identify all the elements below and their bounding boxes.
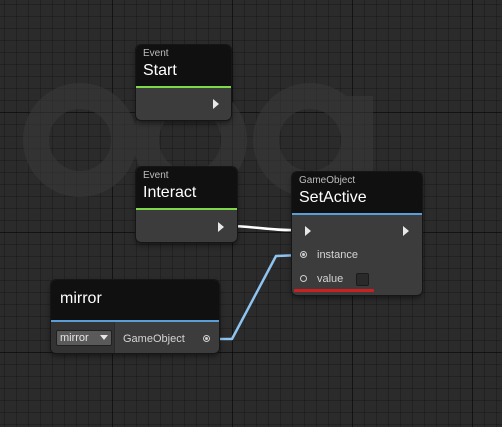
mirror-node-title: mirror <box>60 290 102 307</box>
value-port-label: value <box>317 273 344 285</box>
instance-port-icon[interactable] <box>300 251 307 258</box>
value-port-icon[interactable] <box>300 275 307 282</box>
flow-output-arrow-icon[interactable] <box>403 226 409 236</box>
event-accent-bar <box>136 208 237 210</box>
set-active-node-title: SetActive <box>299 189 367 206</box>
flow-output-arrow-icon[interactable] <box>218 222 224 232</box>
start-node-category: Event <box>143 48 169 59</box>
set-active-node[interactable]: GameObject SetActive instance value <box>292 172 422 295</box>
chevron-down-icon <box>100 335 108 340</box>
event-accent-bar <box>136 86 231 88</box>
value-port-row[interactable]: value <box>292 268 422 290</box>
data-wire[interactable] <box>208 253 303 341</box>
instance-port-row[interactable]: instance <box>292 244 422 266</box>
object-accent-bar <box>51 320 219 322</box>
flow-output-arrow-icon[interactable] <box>213 99 219 109</box>
instance-port-label: instance <box>317 249 358 261</box>
start-node-title: Start <box>143 62 177 79</box>
value-checkbox[interactable] <box>356 273 369 286</box>
dropdown-value: mirror <box>60 332 89 344</box>
gameobject-output-label: GameObject <box>123 333 185 345</box>
mirror-variable-node[interactable]: mirror mirror GameObject <box>51 280 219 353</box>
flow-input-arrow-icon[interactable] <box>305 226 311 236</box>
object-accent-bar <box>292 213 422 215</box>
flow-wire[interactable] <box>227 224 301 232</box>
set-active-node-category: GameObject <box>299 175 356 186</box>
error-underline <box>294 289 374 292</box>
interact-node-title: Interact <box>143 184 197 201</box>
interact-node-category: Event <box>143 170 169 181</box>
gameobject-output-port-icon[interactable] <box>203 335 210 342</box>
mirror-object-dropdown[interactable]: mirror <box>56 330 112 346</box>
interact-event-node[interactable]: Event Interact <box>136 167 237 242</box>
start-event-node[interactable]: Event Start <box>136 45 231 120</box>
